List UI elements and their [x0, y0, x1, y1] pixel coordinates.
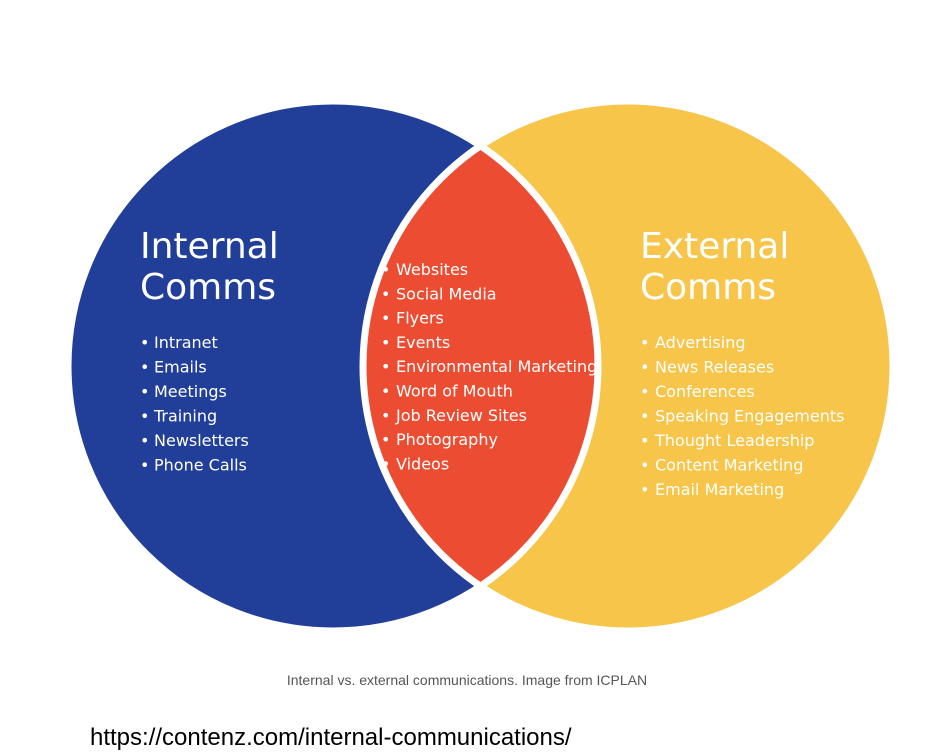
internal-list-bullet-3: •: [140, 407, 149, 426]
overlap-list-bullet-4: •: [381, 357, 390, 376]
overlap-list-bullet-8: •: [381, 454, 390, 473]
overlap-list-bullet-5: •: [381, 382, 390, 401]
external-list-item-0: Advertising: [655, 333, 746, 352]
overlap-region: [363, 101, 598, 631]
external-list-bullet-0: •: [640, 333, 649, 352]
overlap-list-bullet-6: •: [381, 406, 390, 425]
internal-list-bullet-5: •: [140, 456, 149, 475]
image-caption: Internal vs. external communications. Im…: [286, 672, 648, 688]
internal-list-item-4: Newsletters: [154, 431, 249, 450]
internal-list-item-3: Training: [153, 407, 217, 426]
external-list-item-5: Content Marketing: [655, 456, 803, 475]
internal-list-item-5: Phone Calls: [154, 456, 247, 475]
overlap-list-item-0: Websites: [396, 260, 468, 279]
internal-list-item-1: Emails: [154, 358, 207, 377]
external-list-item-1: News Releases: [655, 358, 774, 377]
external-list: • Advertising • News Releases • Conferences • S…: [640, 333, 844, 499]
internal-list-bullet-4: •: [140, 431, 149, 450]
external-list-bullet-1: •: [640, 358, 649, 377]
overlap-list-bullet-7: •: [381, 430, 390, 449]
external-list-bullet-4: •: [640, 431, 649, 450]
internal-circle-outline: [64, 97, 602, 635]
overlap-list-bullet-0: •: [381, 260, 390, 279]
overlap-list: • Websites • Social Media • Flyers • Events • Env…: [381, 260, 597, 473]
external-list-bullet-2: •: [640, 382, 649, 401]
external-circle-outline: [359, 97, 897, 635]
source-url: https://contenz.com/internal-communicati…: [90, 724, 572, 751]
internal-list-item-0: Intranet: [154, 333, 218, 352]
overlap-list-item-2: Flyers: [396, 309, 444, 328]
internal-list-bullet-2: •: [140, 382, 149, 401]
overlap-list-item-4: Environmental Marketing: [396, 357, 597, 376]
internal-list: •Intranet•Emails•Meetings•Training•Newsl…: [140, 333, 249, 475]
external-list-item-6: Email Marketing: [655, 480, 784, 499]
internal-list-item-2: Meetings: [154, 382, 227, 401]
internal-title-line2: Comms: [140, 267, 276, 308]
external-list-item-2: Conferences: [655, 382, 755, 401]
overlap-list-item-8: Videos: [396, 454, 449, 473]
overlap-list-item-3: Events: [396, 333, 450, 352]
overlap-list-bullet-1: •: [381, 284, 390, 303]
internal-title-line1: Internal: [140, 226, 279, 267]
overlap-list-item-6: Job Review Sites: [395, 406, 527, 425]
external-list-item-3: Speaking Engagements: [655, 407, 844, 426]
internal-list-bullet-0: •: [140, 333, 149, 352]
overlap-list-item-1: Social Media: [396, 284, 497, 303]
overlap-list-bullet-2: •: [381, 309, 390, 328]
external-list-bullet-3: •: [640, 407, 649, 426]
external-list-item-4: Thought Leadership: [654, 431, 814, 450]
overlap-list-item-5: Word of Mouth: [396, 382, 513, 401]
external-list-bullet-5: •: [640, 456, 649, 475]
overlap-list-bullet-3: •: [381, 333, 390, 352]
external-title-line1: External: [640, 226, 789, 267]
external-title-line2: Comms: [640, 267, 776, 308]
external-list-bullet-6: •: [640, 480, 649, 499]
overlap-list-item-7: Photography: [396, 430, 498, 449]
internal-list-bullet-1: •: [140, 358, 149, 377]
